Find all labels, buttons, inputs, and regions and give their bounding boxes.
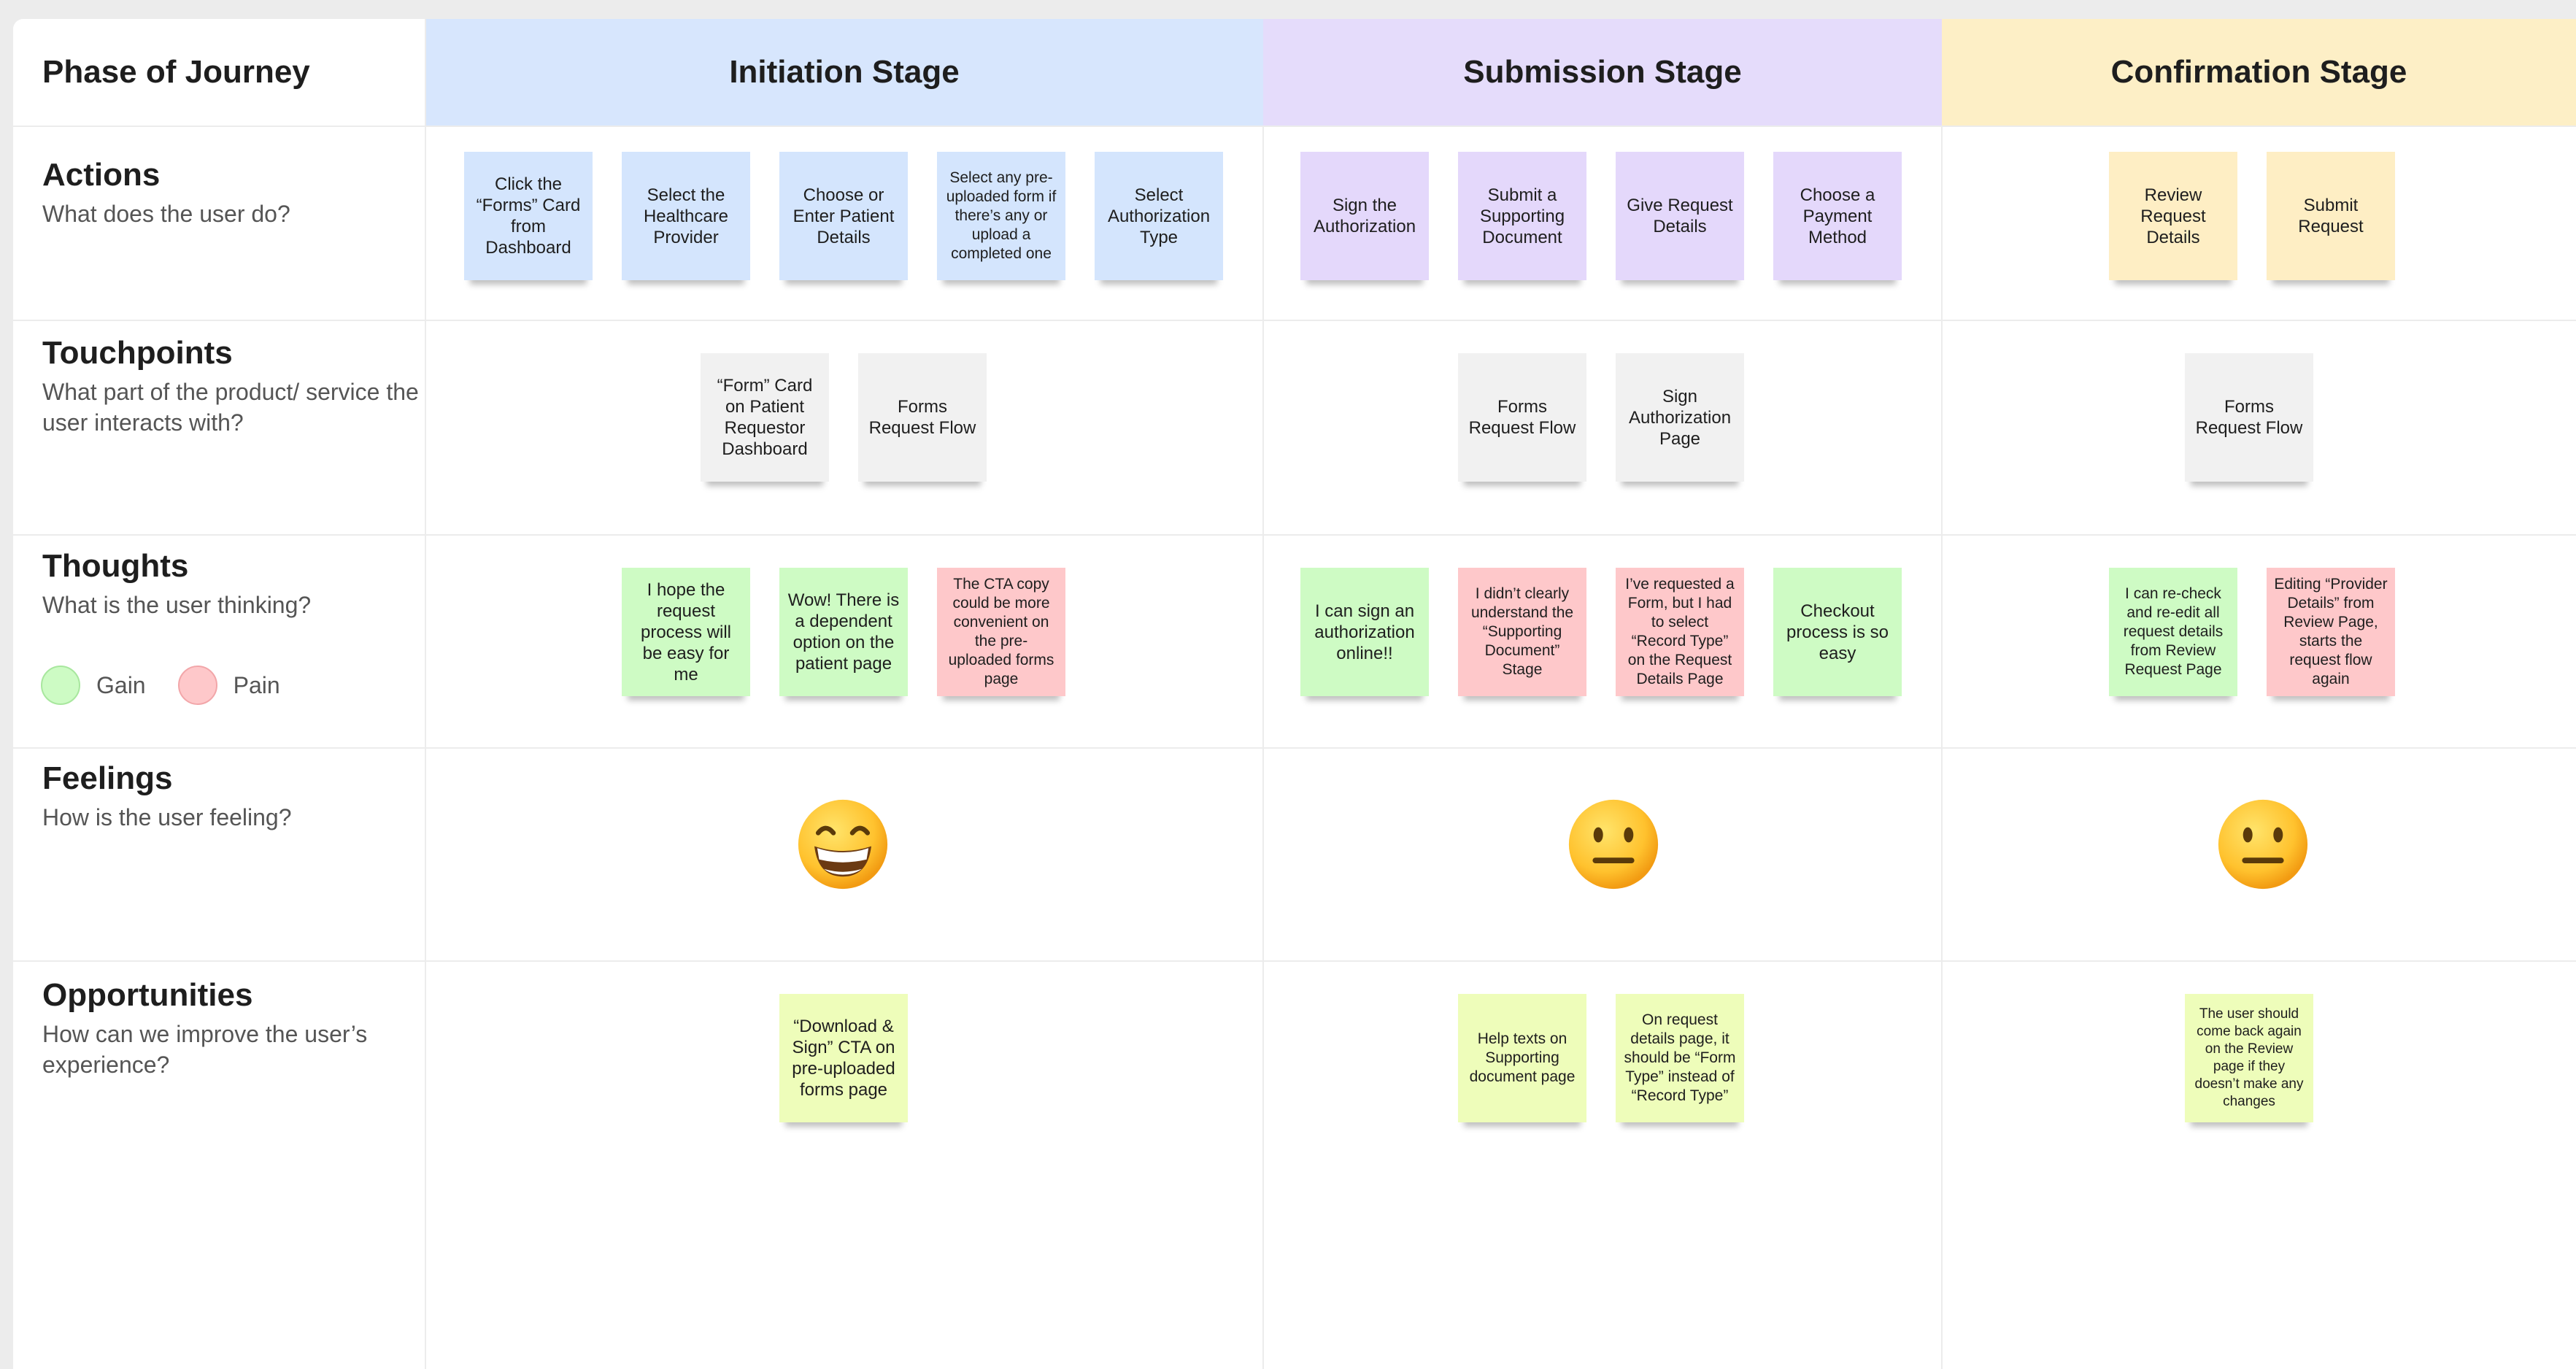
row-subtitle: How is the user feeling?: [42, 804, 292, 830]
action-note[interactable]: Choose or Enter Patient Details: [779, 152, 908, 280]
thoughts-row-label: Thoughts What is the user thinking?: [42, 547, 422, 620]
row-title: Thoughts: [42, 548, 189, 584]
touchpoint-note[interactable]: Forms Request Flow: [858, 353, 987, 482]
gain-thought-note[interactable]: I can re-check and re-edit all request d…: [2109, 568, 2237, 696]
action-note[interactable]: Click the “Forms” Card from Dashboard: [464, 152, 593, 280]
touchpoint-note[interactable]: Forms Request Flow: [1458, 353, 1586, 482]
action-note[interactable]: Select the Healthcare Provider: [622, 152, 750, 280]
row-divider: [13, 747, 2576, 749]
gain-label: Gain: [96, 671, 146, 698]
neutral-face-icon: [1568, 799, 1659, 890]
opportunities-row-label: Opportunities How can we improve the use…: [42, 976, 407, 1080]
feelings-row-label: Feelings How is the user feeling?: [42, 760, 422, 833]
action-note[interactable]: Select any pre-uploaded form if there’s …: [937, 152, 1065, 280]
row-subtitle: What does the user do?: [42, 201, 290, 227]
gain-thought-note[interactable]: Wow! There is a dependent option on the …: [779, 568, 908, 696]
gain-pain-legend: Gain Pain: [41, 666, 280, 705]
touchpoint-note[interactable]: “Form” Card on Patient Requestor Dashboa…: [701, 353, 829, 482]
column-divider: [425, 19, 426, 1369]
submission-stage-header: Submission Stage: [1263, 19, 1942, 126]
action-note[interactable]: Give Request Details: [1616, 152, 1744, 280]
touchpoint-note[interactable]: Forms Request Flow: [2185, 353, 2313, 482]
row-divider: [13, 534, 2576, 536]
row-title: Opportunities: [42, 977, 253, 1013]
touchpoints-row-label: Touchpoints What part of the product/ se…: [42, 334, 422, 438]
row-title: Actions: [42, 157, 161, 193]
row-subtitle: What is the user thinking?: [42, 592, 312, 618]
row-subtitle: What part of the product/ service the us…: [42, 379, 419, 436]
grinning-face-icon: [798, 799, 888, 890]
journey-map-board: Phase of Journey Initiation Stage Submis…: [13, 19, 2576, 1369]
touchpoint-note[interactable]: Sign Authorization Page: [1616, 353, 1744, 482]
row-subtitle: How can we improve the user’s experience…: [42, 1021, 368, 1078]
gain-thought-note[interactable]: Checkout process is so easy: [1773, 568, 1902, 696]
pain-thought-note[interactable]: Editing “Provider Details” from Review P…: [2267, 568, 2395, 696]
row-divider: [13, 960, 2576, 962]
action-note[interactable]: Submit Request: [2267, 152, 2395, 280]
action-note[interactable]: Submit a Supporting Document: [1458, 152, 1586, 280]
opportunity-note[interactable]: Help texts on Supporting document page: [1458, 994, 1586, 1122]
action-note[interactable]: Review Request Details: [2109, 152, 2237, 280]
pain-thought-note[interactable]: The CTA copy could be more convenient on…: [937, 568, 1065, 696]
neutral-face-icon: [2218, 799, 2308, 890]
row-title: Feelings: [42, 760, 173, 796]
row-divider: [13, 320, 2576, 321]
row-title: Touchpoints: [42, 335, 233, 371]
action-note[interactable]: Choose a Payment Method: [1773, 152, 1902, 280]
actions-row-label: Actions What does the user do?: [42, 156, 422, 229]
gain-thought-note[interactable]: I hope the request process will be easy …: [622, 568, 750, 696]
pain-thought-note[interactable]: I didn’t clearly understand the “Support…: [1458, 568, 1586, 696]
gain-thought-note[interactable]: I can sign an authorization online!!: [1300, 568, 1429, 696]
opportunity-note[interactable]: The user should come back again on the R…: [2185, 994, 2313, 1122]
gain-dot-icon: [41, 666, 80, 705]
action-note[interactable]: Select Authorization Type: [1095, 152, 1223, 280]
action-note[interactable]: Sign the Authorization: [1300, 152, 1429, 280]
confirmation-stage-header: Confirmation Stage: [1942, 19, 2576, 126]
pain-thought-note[interactable]: I’ve requested a Form, but I had to sele…: [1616, 568, 1744, 696]
row-divider: [13, 126, 2576, 127]
opportunity-note[interactable]: On request details page, it should be “F…: [1616, 994, 1744, 1122]
pain-dot-icon: [177, 666, 217, 705]
initiation-stage-header: Initiation Stage: [425, 19, 1263, 126]
pain-label: Pain: [233, 671, 280, 698]
opportunity-note[interactable]: “Download & Sign” CTA on pre-uploaded fo…: [779, 994, 908, 1122]
phase-of-journey-header: Phase of Journey: [13, 19, 425, 126]
